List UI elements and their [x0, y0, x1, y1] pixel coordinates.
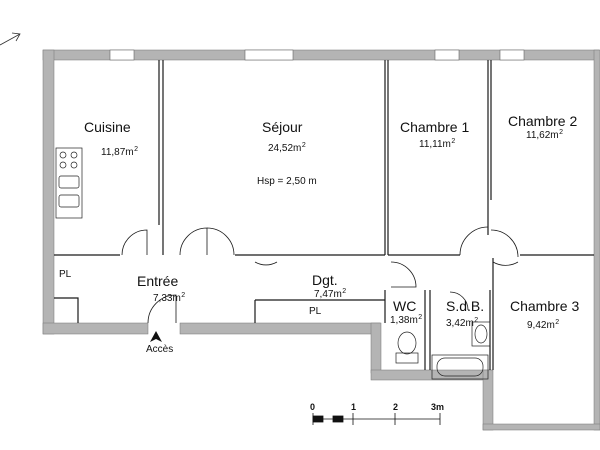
room-name-cuisine: Cuisine — [84, 119, 131, 135]
scale-tick-label: 2 — [393, 402, 399, 412]
room-area-value: 11,87m — [101, 147, 134, 158]
room-area-cuisine: 11,87m2 — [101, 146, 138, 158]
scale-tick-label: 0 — [310, 402, 316, 412]
interior-walls — [54, 60, 594, 370]
room-name-dgt: Dgt. — [312, 272, 338, 288]
room-area-value: 11,62m — [526, 130, 559, 141]
room-area-chambre3: 9,42m2 — [527, 319, 559, 331]
room-area-value: 7,47m — [314, 289, 342, 300]
ceiling-height: Hsp = 2,50 m — [257, 176, 317, 187]
unit-superscript: 2 — [301, 142, 306, 149]
unit-superscript: 2 — [555, 319, 560, 326]
room-area-value: 3,42m — [446, 318, 474, 329]
scale-tick-label: 3m — [431, 402, 445, 412]
room-name-chambre1: Chambre 1 — [400, 119, 470, 135]
unit-superscript: 2 — [474, 317, 479, 324]
room-name-chambre3: Chambre 3 — [510, 298, 580, 314]
doors — [121, 226, 519, 324]
kitchen-fixtures — [55, 147, 83, 219]
room-area-value: 11,11m — [419, 139, 451, 150]
room-area-chambre1: 11,11m2 — [419, 138, 455, 150]
entrance-arrow-icon — [150, 331, 162, 342]
room-area-entree: 7,33m2 — [153, 292, 185, 304]
room-area-value: 1,38m — [390, 315, 418, 326]
unit-superscript: 2 — [134, 146, 139, 153]
room-area-dgt: 7,47m2 — [314, 288, 346, 300]
room-name-entree: Entrée — [137, 273, 179, 289]
room-area-value: 7,33m — [153, 293, 181, 304]
unit-superscript: 2 — [451, 138, 456, 145]
room-area-value: 9,42m — [527, 320, 555, 331]
room-area-chambre2: 11,62m2 — [526, 129, 563, 141]
room-area-sejour: 24,52m2 — [268, 142, 306, 154]
room-area-sdb: 3,42m2 — [446, 317, 478, 329]
room-name-chambre2: Chambre 2 — [508, 113, 578, 129]
room-name-sdb: S.d.B. — [446, 298, 485, 314]
unit-superscript: 2 — [181, 292, 186, 299]
room-area-value: 24,52m — [268, 143, 302, 154]
closet-label-dgt: PL — [309, 306, 322, 317]
north-arrow-icon — [0, 32, 21, 46]
bathroom-fixtures — [395, 321, 491, 380]
unit-superscript: 2 — [418, 314, 423, 321]
closet-label-entree: PL — [59, 269, 72, 280]
windows — [109, 49, 525, 61]
room-area-wc: 1,38m2 — [390, 314, 422, 326]
unit-superscript: 2 — [342, 288, 347, 295]
room-name-wc: WC — [393, 298, 417, 314]
entrance-label: Accès — [146, 344, 174, 355]
scale-tick-label: 1 — [351, 402, 357, 412]
unit-superscript: 2 — [559, 129, 564, 136]
room-name-sejour: Séjour — [262, 119, 303, 135]
scale-bar — [312, 413, 441, 425]
